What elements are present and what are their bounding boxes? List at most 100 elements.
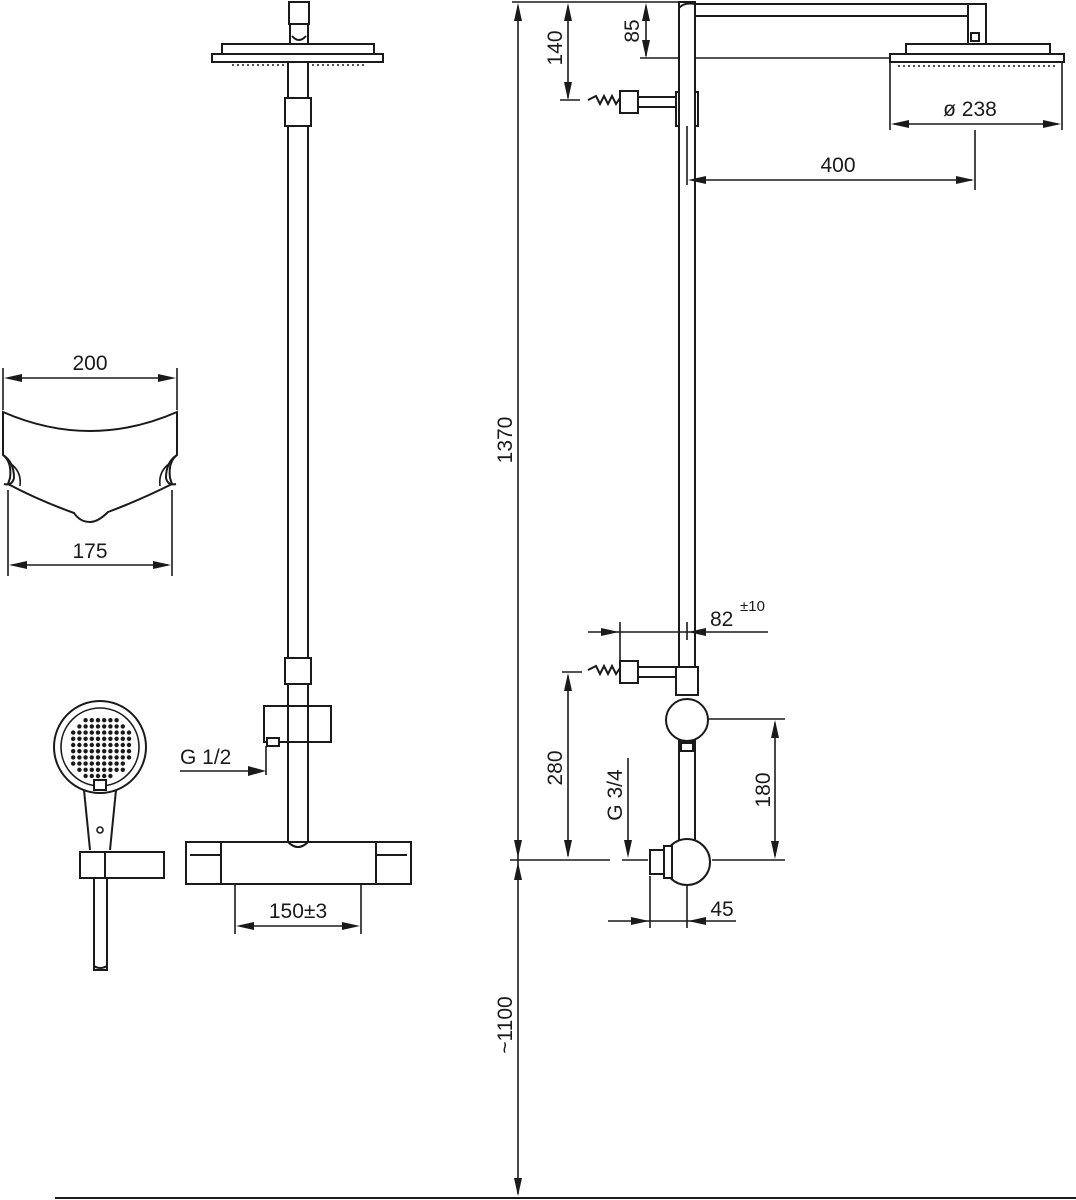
nozzle-dot bbox=[108, 755, 113, 760]
nozzle-dot bbox=[114, 755, 119, 760]
nozzle-dot bbox=[77, 742, 82, 748]
nozzle-dot bbox=[77, 724, 82, 729]
nozzle-dot bbox=[114, 761, 119, 766]
arm-thickness-label: 85 bbox=[621, 19, 644, 42]
nozzle-dot bbox=[120, 730, 126, 735]
nozzle-dot bbox=[95, 755, 101, 760]
nozzle-dot bbox=[95, 761, 101, 766]
handle-detail-view: 200 175 bbox=[1, 352, 178, 576]
side-shower-arm bbox=[694, 3, 972, 17]
nozzle-dot bbox=[102, 730, 107, 735]
nozzle-dot bbox=[77, 749, 82, 754]
nozzle-dot bbox=[108, 718, 113, 723]
nozzle-dot bbox=[102, 742, 107, 748]
nozzle-dot bbox=[108, 742, 113, 748]
nozzle-dot bbox=[77, 761, 82, 766]
front-thermostat-body bbox=[185, 841, 412, 885]
nozzle-dot bbox=[83, 761, 88, 766]
nozzle-dot bbox=[89, 761, 95, 766]
nozzle-dot bbox=[83, 724, 88, 729]
thermostat-height-label: 180 bbox=[752, 772, 775, 807]
side-view: 1370 ~1100 140 85 bbox=[494, 1, 1065, 1196]
nozzle-dot bbox=[83, 749, 88, 754]
handle-body bbox=[1, 410, 178, 524]
nozzle-dot bbox=[114, 742, 119, 748]
thermostat-centers-label: 150±3 bbox=[269, 900, 327, 923]
nozzle-dot bbox=[120, 742, 126, 748]
top-offset-label: 140 bbox=[544, 30, 567, 65]
nozzle-dot bbox=[120, 749, 126, 754]
nozzle-dot bbox=[83, 718, 88, 723]
lower-wall-bracket bbox=[587, 660, 699, 696]
nozzle-dot bbox=[77, 736, 82, 741]
nozzle-dot bbox=[71, 730, 76, 735]
nozzle-dot bbox=[83, 736, 88, 741]
nozzle-dot bbox=[95, 767, 101, 772]
nozzle-dot bbox=[95, 736, 101, 741]
nozzle-dot bbox=[77, 730, 82, 735]
hand-shower-nozzles bbox=[71, 718, 132, 779]
nozzle-dot bbox=[89, 742, 95, 748]
handle-base-width-label: 175 bbox=[72, 540, 107, 563]
head-diameter-label: ø 238 bbox=[943, 98, 997, 121]
nozzle-dot bbox=[89, 755, 95, 760]
nozzle-dot bbox=[89, 736, 95, 741]
nozzle-dot bbox=[89, 767, 95, 772]
nozzle-dot bbox=[126, 749, 132, 754]
nozzle-dot bbox=[102, 736, 107, 741]
nozzle-dot bbox=[89, 730, 95, 735]
handle-width-label: 200 bbox=[72, 352, 107, 375]
side-shower-head bbox=[905, 43, 1051, 55]
nozzle-dot bbox=[102, 724, 107, 729]
nozzle-dot bbox=[83, 742, 88, 748]
hand-shower-view bbox=[53, 700, 165, 971]
nozzle-dot bbox=[95, 749, 101, 754]
total-height-label: 1370 bbox=[494, 417, 517, 464]
nozzle-dot bbox=[95, 730, 101, 735]
inlet-g34-label: G 3/4 bbox=[604, 769, 627, 821]
nozzle-dot bbox=[126, 736, 132, 741]
nozzle-dot bbox=[114, 736, 119, 741]
nozzle-dot bbox=[83, 767, 88, 772]
nozzle-dot bbox=[71, 736, 76, 741]
nozzle-dot bbox=[120, 724, 126, 729]
nozzle-dot bbox=[89, 718, 95, 723]
nozzle-dot bbox=[89, 749, 95, 754]
wall-offset-label: 82 bbox=[710, 608, 733, 631]
nozzle-dot bbox=[108, 749, 113, 754]
hand-shower-head bbox=[53, 700, 147, 794]
nozzle-dot bbox=[120, 761, 126, 766]
nozzle-dot bbox=[114, 767, 119, 772]
front-view: G 1/2 150±3 bbox=[180, 1, 412, 934]
lower-bracket-height-label: 280 bbox=[544, 750, 567, 785]
nozzle-dot bbox=[102, 773, 107, 779]
side-riser-pipe bbox=[678, 1, 696, 668]
nozzle-dot bbox=[83, 773, 88, 779]
nozzle-dot bbox=[71, 761, 76, 766]
arm-projection-label: 400 bbox=[820, 154, 855, 177]
nozzle-dot bbox=[108, 724, 113, 729]
wall-offset-tolerance-label: ±10 bbox=[740, 598, 765, 615]
nozzle-dot bbox=[102, 767, 107, 772]
nozzle-dot bbox=[126, 730, 132, 735]
nozzle-dot bbox=[126, 742, 132, 748]
mount-height-label: ~1100 bbox=[494, 996, 517, 1053]
nozzle-dot bbox=[71, 742, 76, 748]
nozzle-dot bbox=[95, 742, 101, 748]
nozzle-dot bbox=[108, 736, 113, 741]
nozzle-dot bbox=[102, 755, 107, 760]
hand-shower-holder bbox=[79, 851, 165, 879]
nozzle-dot bbox=[108, 773, 113, 779]
nozzle-dot bbox=[114, 718, 119, 723]
nozzle-dot bbox=[95, 718, 101, 723]
nozzle-dot bbox=[102, 718, 107, 723]
nozzle-dot bbox=[71, 755, 76, 760]
nozzle-dot bbox=[108, 761, 113, 766]
side-thermostat-upper-knob bbox=[665, 698, 709, 742]
nozzle-dot bbox=[89, 773, 95, 779]
nozzle-dot bbox=[71, 749, 76, 754]
nozzle-dot bbox=[77, 755, 82, 760]
nozzle-dot bbox=[77, 767, 82, 772]
nozzle-dot bbox=[120, 755, 126, 760]
